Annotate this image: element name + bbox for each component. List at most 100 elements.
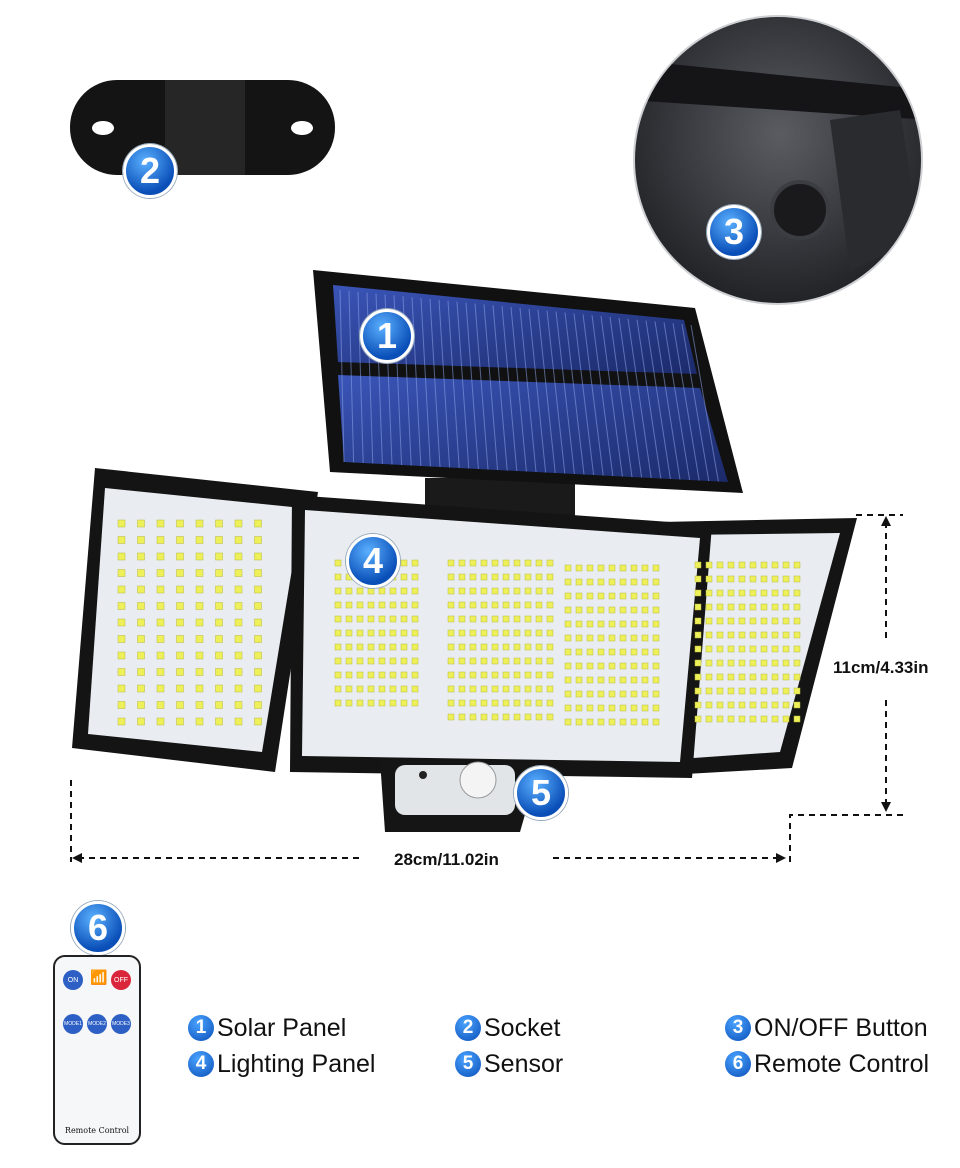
led <box>619 578 627 586</box>
led <box>575 676 583 684</box>
led <box>215 602 223 610</box>
led <box>458 699 466 707</box>
led <box>195 651 204 660</box>
legend-label: Solar Panel <box>217 1013 347 1042</box>
led <box>345 587 353 595</box>
led <box>334 615 342 623</box>
led <box>480 601 488 609</box>
solar-cell-line <box>420 298 431 467</box>
led <box>502 601 510 609</box>
led <box>738 701 746 709</box>
led <box>575 564 583 572</box>
led <box>458 587 466 595</box>
led <box>367 685 375 693</box>
led <box>652 690 660 698</box>
led <box>400 601 408 609</box>
led <box>469 713 477 721</box>
led <box>749 575 757 583</box>
led <box>738 687 746 695</box>
led <box>716 603 724 611</box>
led <box>546 699 554 707</box>
led <box>156 585 165 594</box>
led <box>469 685 477 693</box>
led <box>738 673 746 681</box>
led <box>608 592 616 600</box>
led <box>502 587 510 595</box>
led <box>215 684 223 693</box>
led <box>491 573 499 581</box>
led <box>469 559 477 567</box>
remote-mode2-button: MODE2 <box>87 1014 107 1034</box>
led <box>793 701 801 709</box>
led <box>215 569 223 577</box>
led <box>630 662 638 670</box>
led <box>575 578 583 586</box>
led <box>458 671 466 679</box>
led <box>117 668 126 676</box>
led <box>716 673 724 681</box>
led <box>524 559 532 567</box>
led <box>716 645 724 653</box>
led <box>608 718 616 726</box>
led <box>254 519 262 528</box>
led <box>652 704 660 712</box>
led <box>491 713 499 721</box>
led <box>334 601 342 609</box>
led <box>411 629 419 637</box>
led <box>535 713 543 721</box>
led <box>389 685 397 693</box>
led <box>117 585 126 594</box>
led <box>705 561 713 569</box>
led <box>597 718 605 726</box>
led <box>608 564 616 572</box>
led <box>524 643 532 651</box>
led <box>400 587 408 595</box>
height-dimension-label: 11cm/4.33in <box>833 658 929 677</box>
solar-cell-line <box>591 315 614 477</box>
callout-badge-3: 3 <box>707 205 761 259</box>
led <box>513 685 521 693</box>
led <box>176 668 184 676</box>
led <box>234 717 243 726</box>
led <box>652 592 660 600</box>
led <box>586 676 594 684</box>
led <box>513 601 521 609</box>
led <box>586 704 594 712</box>
led <box>793 603 801 611</box>
led <box>156 519 165 528</box>
led <box>546 713 554 721</box>
led <box>793 561 801 569</box>
led <box>254 717 262 726</box>
led <box>234 602 243 610</box>
led <box>727 575 735 583</box>
led <box>502 629 510 637</box>
led <box>234 668 243 676</box>
led <box>782 715 790 723</box>
led <box>345 671 353 679</box>
led <box>771 715 779 723</box>
led <box>564 704 572 712</box>
legend-badge: 3 <box>725 1015 751 1041</box>
led <box>389 699 397 707</box>
led <box>524 657 532 665</box>
led <box>458 601 466 609</box>
led <box>137 684 145 693</box>
led <box>176 701 184 709</box>
led <box>524 671 532 679</box>
solar-cell-line <box>681 324 710 482</box>
solar-cell-line <box>690 325 719 482</box>
led <box>535 657 543 665</box>
led <box>234 536 243 544</box>
led <box>156 569 165 577</box>
led <box>334 573 342 581</box>
led <box>469 671 477 679</box>
led <box>716 659 724 667</box>
led <box>575 648 583 656</box>
led <box>782 659 790 667</box>
led <box>345 685 353 693</box>
led <box>480 671 488 679</box>
led <box>782 701 790 709</box>
led <box>564 606 572 614</box>
